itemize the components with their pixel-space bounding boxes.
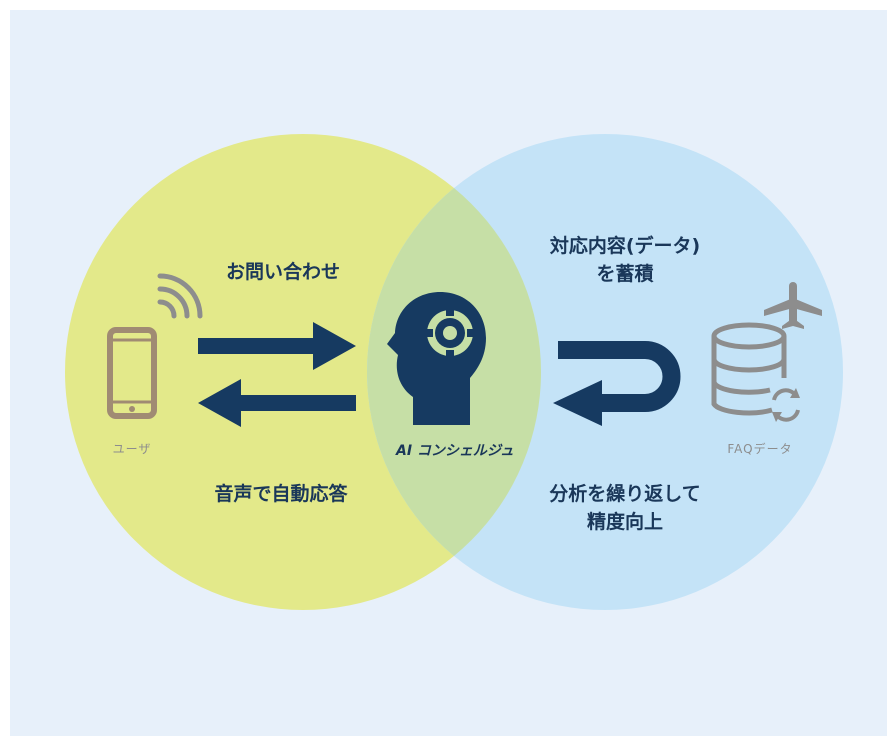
accumulate-line1: 対応内容(データ) [549,235,701,257]
signal-wave-icon [157,273,203,319]
ai-concierge-label: AI コンシェルジュ [396,443,514,459]
improve-line2: 精度向上 [586,511,663,533]
ai-head-gear-icon [387,292,486,425]
overlap-region [367,134,541,610]
accumulate-line2: を蓄積 [596,263,654,285]
faq-label: FAQデータ [727,442,793,456]
inquiry-label: お問い合わせ [225,261,340,283]
accumulate-label: 対応内容(データ) を蓄積 [520,232,730,288]
arrow-left [198,379,356,427]
database-icon [711,322,787,416]
airplane-icon [764,282,822,329]
refresh-icon [772,388,800,422]
auto-response-label: 音声で自動応答 [214,483,348,505]
user-label: ユーザ [112,442,152,456]
arrow-right [198,322,356,370]
return-arrow [553,341,681,426]
improve-label: 分析を繰り返して 精度向上 [530,480,720,536]
smartphone-icon [107,327,157,419]
improve-line1: 分析を繰り返して [549,483,701,505]
